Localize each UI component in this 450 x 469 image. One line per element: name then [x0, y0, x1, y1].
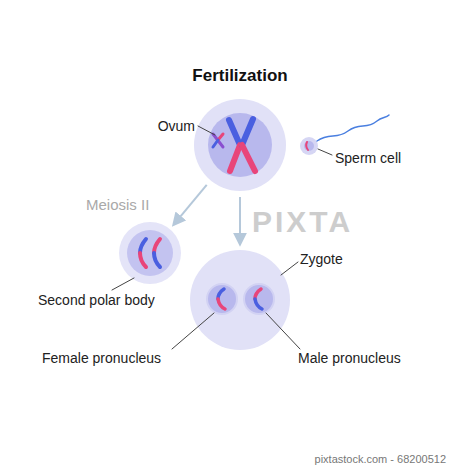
cell-outline	[206, 283, 238, 315]
chromosome	[255, 299, 262, 309]
part-label: Sperm cell	[335, 150, 401, 167]
leader-line	[198, 126, 215, 135]
membrane	[207, 284, 237, 314]
diagram-title: Fertilization	[192, 66, 287, 86]
chromosome	[242, 145, 255, 171]
chromosome	[218, 299, 225, 309]
membrane	[190, 250, 290, 350]
cell-outline	[119, 222, 181, 284]
chromosome	[140, 239, 146, 253]
process-label: Meiosis II	[86, 196, 149, 213]
chromosome	[230, 145, 240, 171]
part-label: Ovum	[158, 118, 195, 135]
pronucleus: Female pronucleus	[206, 283, 238, 315]
membrane	[300, 137, 318, 155]
chromosome	[242, 119, 253, 145]
chromosome	[213, 140, 218, 147]
pronucleus: Male pronucleus	[243, 283, 275, 315]
leader-line	[266, 313, 300, 349]
nucleus	[304, 141, 314, 151]
membrane	[119, 222, 181, 284]
part-label: Male pronucleus	[298, 350, 401, 367]
leader-line	[281, 262, 298, 275]
part-label: Second polar body	[38, 292, 155, 309]
chromosome	[306, 142, 308, 150]
cell-outline	[243, 283, 275, 315]
leader-line	[172, 313, 214, 349]
chromosome	[229, 120, 240, 145]
chromosome	[213, 134, 223, 147]
process-arrow	[239, 197, 241, 244]
sperm-tail	[317, 115, 389, 141]
membrane	[194, 99, 286, 191]
credit-line: pixtastock.com - 68200512	[315, 452, 446, 466]
chromosome	[140, 253, 146, 267]
nucleus	[208, 113, 272, 177]
nucleus	[127, 230, 173, 276]
leader-line	[112, 278, 134, 290]
leader-line	[318, 149, 332, 155]
chromosome	[154, 239, 160, 253]
part-label: Female pronucleus	[42, 350, 161, 367]
membrane	[244, 284, 274, 314]
process-arrow	[174, 185, 207, 225]
watermark: PIXTA	[252, 205, 353, 238]
chromosome	[154, 253, 160, 267]
polar-body: Second polar body	[119, 222, 181, 284]
cell-outline	[300, 137, 318, 155]
part-label: Zygote	[300, 251, 343, 268]
cell-outline	[190, 250, 290, 350]
zygote-cell: Female pronucleusMale pronucleusZygote	[190, 250, 290, 350]
sperm-head: Sperm cell	[300, 137, 318, 155]
